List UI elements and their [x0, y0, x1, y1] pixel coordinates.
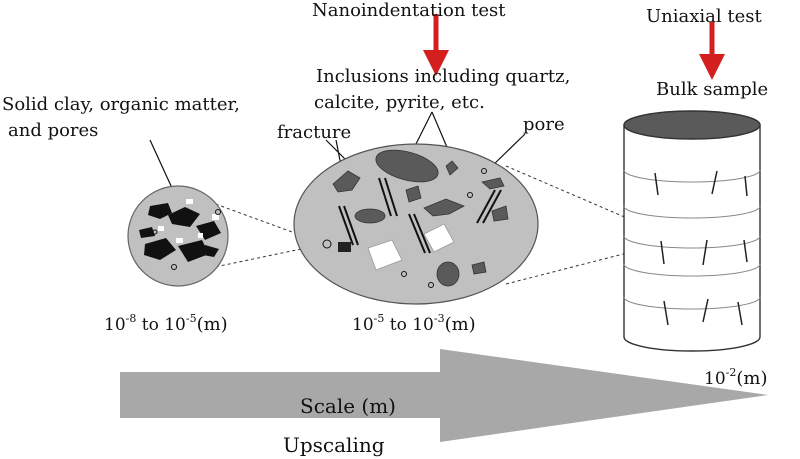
bulk-sample-label: Bulk sample	[656, 79, 768, 100]
bedding-lines	[623, 169, 761, 310]
clay-scale-disc	[127, 185, 229, 287]
fractures	[338, 177, 502, 254]
core-cylinder	[623, 110, 761, 352]
cylinder-top	[623, 110, 761, 140]
uniaxial-label: Uniaxial test	[646, 6, 762, 27]
solid-clay-label-line2: and pores	[8, 120, 98, 141]
arrow-scale-label: Scale (m)	[300, 394, 396, 418]
inclusions-label-line1: Inclusions including quartz,	[316, 66, 570, 87]
pore-label: pore	[523, 114, 565, 135]
quartz-inclusions	[367, 223, 455, 271]
micro-scale-ellipse	[293, 143, 539, 305]
upscaling-arrow	[120, 349, 768, 442]
fracture-label: fracture	[277, 122, 351, 143]
solid-clay-label-line1: Solid clay, organic matter,	[2, 94, 240, 115]
arrow-upscaling-label: Upscaling	[283, 433, 385, 457]
organic-matter-blobs	[139, 203, 221, 262]
scale-small-label: 10-8 to 10-5(m)	[104, 312, 228, 335]
inclusions-label-line2: calcite, pyrite, etc.	[314, 92, 485, 113]
clay-pores	[152, 209, 221, 270]
core-fractures	[654, 170, 748, 326]
nanoindentation-label: Nanoindentation test	[312, 0, 506, 21]
nanoindentation-arrow	[423, 14, 449, 76]
micro-pores	[322, 168, 487, 288]
clay-white-specks	[158, 199, 219, 243]
dark-inclusions	[332, 149, 509, 287]
scale-mid-label: 10-5 to 10-3(m)	[352, 312, 476, 335]
clay-aggregate	[338, 242, 351, 252]
uniaxial-arrow	[699, 22, 725, 80]
scale-large-label: 10-2(m)	[704, 366, 767, 389]
